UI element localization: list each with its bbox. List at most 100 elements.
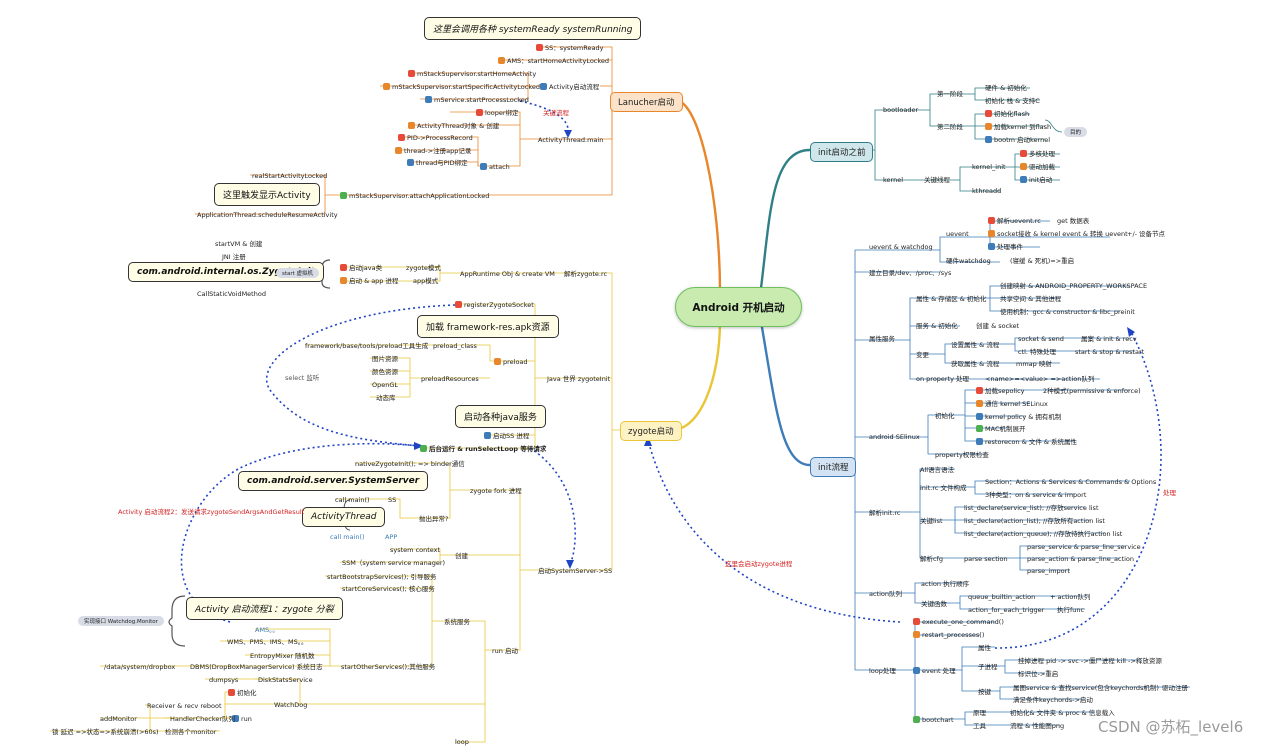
node-action-for-each[interactable]: action_for_each_trigger — [968, 606, 1045, 614]
node-initrc-structure[interactable]: init.rc 文件构成 — [920, 484, 967, 492]
node-receiver[interactable]: Receiver & recv reboot — [147, 702, 222, 710]
node-mmap[interactable]: mmap 映射 — [1016, 360, 1052, 368]
node-dynamic-lib[interactable]: 动态库 — [376, 394, 396, 402]
node-thread-register[interactable]: thread->注册app记录 — [395, 146, 471, 156]
node-get-property[interactable]: 获取属性 & 流程 — [951, 360, 1000, 368]
node-handle-event[interactable]: 处理事件 — [988, 242, 1023, 252]
branch-init-flow[interactable]: init流程 — [810, 457, 857, 477]
node-appruntime[interactable]: AppRuntime Obj & create VM — [460, 270, 555, 278]
node-action-queue[interactable]: list_declare(action_queue); //存放待执行actio… — [964, 530, 1123, 538]
node-call-main[interactable]: call main() — [335, 496, 370, 504]
node-device-node[interactable]: +/- 设备节点 — [1127, 230, 1166, 238]
node-schedule-resume[interactable]: ApplicationThread.scheduleResumeActivity — [197, 211, 338, 219]
node-zygote-fork[interactable]: zygote fork 进程 — [470, 487, 522, 495]
node-parse-action[interactable]: parse_action & parse_line_action — [1027, 555, 1135, 563]
node-multicore[interactable]: 多核处理 — [1020, 149, 1055, 159]
node-property-check[interactable]: property权限检查 — [935, 451, 989, 459]
node-attach-application[interactable]: mStackSupervisor.attachApplicationLocked — [340, 191, 489, 201]
node-pid-record[interactable]: PID->ProcessRecord — [398, 133, 473, 143]
node-entropy[interactable]: EntropyMixer 随机数 — [250, 652, 315, 660]
node-flash-init[interactable]: 初始化flash — [985, 109, 1029, 119]
node-key-threads[interactable]: 关键线程 — [924, 176, 950, 184]
node-init-folder[interactable]: 初始化& 文件夹 & proc & 信息载入 — [1010, 709, 1115, 717]
node-parse-zygote-rc[interactable]: 解析zygote.rc — [564, 270, 608, 278]
node-preload-class[interactable]: preload_class — [433, 342, 477, 350]
node-image-res[interactable]: 图片资源 — [372, 355, 398, 363]
node-run[interactable]: run — [232, 714, 252, 724]
node-jni[interactable]: JNI 注册 — [222, 253, 246, 261]
node-preload-tool[interactable]: framework/base/tools/preload工具生成 — [305, 342, 429, 350]
node-activity-thread-main[interactable]: ActivityThread.main — [538, 136, 604, 144]
node-lock-delay[interactable]: 锁 延迟 =>状态=>系统崩溃(>60s) — [52, 728, 159, 736]
node-name-value[interactable]: <name>=<value> =>action队列 — [985, 375, 1095, 383]
node-start-ss[interactable]: 启动SS 进程 — [484, 431, 529, 441]
node-attach[interactable]: attach — [480, 162, 510, 172]
node-mechanism[interactable]: 使用机制：gcc & constructor & libc_preinit — [1000, 308, 1135, 316]
node-find-service[interactable]: 属图service & 查找service(包含keychords机制) — [1013, 684, 1159, 692]
node-service-init[interactable]: 服务 & 初始化 — [916, 322, 958, 330]
node-dropbox-path[interactable]: /data/system/dropbox — [104, 663, 176, 671]
node-restart[interactable]: (寝缓 & 死机)=>重启 — [1010, 257, 1075, 265]
node-uevent[interactable]: uevent — [946, 230, 969, 238]
node-restart-processes[interactable]: restart_processes() — [913, 630, 984, 640]
node-parse-import[interactable]: parse_import — [1027, 567, 1070, 575]
node-bootloader[interactable]: bootloader — [883, 106, 919, 114]
node-parse-cfg[interactable]: 解析cfg — [920, 555, 943, 563]
node-start-specific[interactable]: mStackSupervisor.startSpecificActivityLo… — [383, 82, 540, 92]
node-stack-init[interactable]: 初始化 栈 & 支持C — [985, 97, 1040, 105]
node-key-functions[interactable]: 关键函数 — [921, 600, 947, 608]
node-watchdog[interactable]: WatchDog — [274, 701, 308, 709]
node-tools[interactable]: 工具 — [973, 722, 986, 730]
node-start-process[interactable]: mService.startProcessLocked — [425, 95, 529, 105]
node-parse-uevent-rc[interactable]: 解析uevent.rc — [988, 216, 1041, 226]
node-run-start[interactable]: run 启动 — [492, 647, 518, 655]
node-event-handle[interactable]: event 处理 — [913, 666, 956, 676]
node-check-monitor[interactable]: 检测各个monitor — [165, 728, 217, 736]
node-action-queue-branch[interactable]: action队列 — [869, 590, 903, 598]
node-start-stop-restart[interactable]: start & stop & restart — [1075, 348, 1145, 356]
node-socket-recv[interactable]: socket接收 & kernel event & 转换 uevent — [988, 229, 1128, 239]
node-preload-resources[interactable]: preloadResources — [421, 375, 479, 383]
node-activity-flow[interactable]: Activity启动流程 — [540, 82, 599, 92]
node-kthreadd[interactable]: kthreadd — [972, 187, 1002, 195]
node-keychords-start[interactable]: 满足条件keychords->启动 — [1013, 696, 1093, 704]
node-wms-pms[interactable]: WMS、PMS、IMS、MS。。 — [227, 638, 308, 646]
node-mac[interactable]: MAC机制展开 — [976, 424, 1025, 434]
node-android-selinux[interactable]: android SElinux — [869, 433, 920, 441]
node-create[interactable]: 创建 — [455, 552, 468, 560]
node-other-services[interactable]: startOtherServices();其他服务 — [341, 663, 436, 671]
node-kernel[interactable]: kernel — [883, 176, 904, 184]
node-throw-exception[interactable]: 抛出异常? — [419, 515, 449, 523]
node-get-table[interactable]: get 数据表 — [1057, 217, 1090, 225]
node-load-kernel[interactable]: 加载kernel 到flash — [985, 122, 1051, 132]
node-ss-systemready[interactable]: SS：systemReady — [536, 43, 603, 53]
node-system-services[interactable]: 系统服务 — [444, 618, 470, 626]
node-stage1[interactable]: 第一阶段 — [937, 90, 963, 98]
node-exec-func[interactable]: 执行func — [1057, 606, 1085, 614]
node-hw-watchdog[interactable]: 硬件watchdog — [946, 257, 991, 265]
node-start-app-process[interactable]: 启动 & app 进程 — [340, 276, 399, 286]
node-two-modes[interactable]: 2种模式(permissive & enforce) — [1043, 387, 1141, 395]
node-three-types[interactable]: 3种类型：on & service & import — [985, 491, 1087, 499]
node-startvm[interactable]: startVM & 创建 — [215, 240, 263, 248]
node-hw-init[interactable]: 硬件 & 初始化 — [985, 84, 1027, 92]
node-create-socket[interactable]: 创建 & socket — [976, 322, 1020, 330]
node-add-monitor[interactable]: addMonitor — [100, 715, 137, 723]
branch-zygote[interactable]: zygote启动 — [620, 421, 682, 441]
node-attr[interactable]: 属性 — [978, 644, 991, 652]
node-service-list[interactable]: list_declare(service_list); //存放service … — [964, 504, 1099, 512]
node-create-dirs[interactable]: 建立目录/dev、/proc、/sys — [869, 269, 952, 277]
node-stage2[interactable]: 第二阶段 — [937, 123, 963, 131]
node-dbms[interactable]: DBMS(DropBoxManagerService) 系统日志 — [190, 663, 323, 671]
node-driver-register[interactable]: 驱动注册 — [1162, 684, 1188, 692]
node-init-recv[interactable]: 属案 & init & recv — [1081, 335, 1137, 343]
node-real-start[interactable]: realStartActivityLocked — [252, 172, 328, 180]
node-execute-one[interactable]: execute_one_command() — [913, 617, 1004, 627]
node-dumpsys[interactable]: dumpsys — [209, 676, 239, 684]
node-property-storage[interactable]: 属性 & 存储区 & 初始化 — [916, 295, 987, 303]
node-load-sepolicy[interactable]: 加载sepolicy — [976, 386, 1025, 396]
node-add-action[interactable]: + action队列 — [1050, 593, 1091, 601]
node-thread-pid[interactable]: thread与PID绑定 — [407, 158, 468, 168]
node-parse-initrc[interactable]: 解析init.rc — [869, 509, 901, 517]
node-shared-space[interactable]: 共享空间 & 其他进程 — [1000, 295, 1062, 303]
